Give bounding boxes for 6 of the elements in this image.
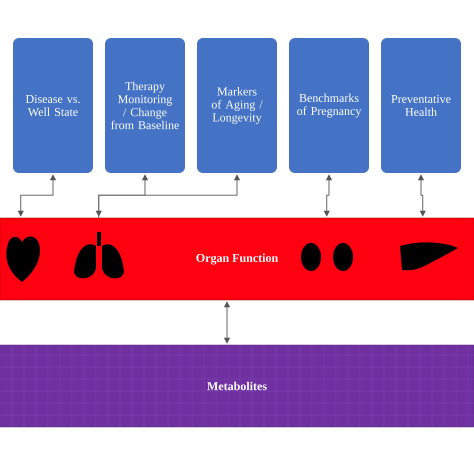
category-box: Markers of Aging / Longevity [197, 38, 277, 173]
category-box: Preventative Health [381, 38, 461, 173]
category-box: Therapy Monitoring / Change from Baseline [105, 38, 185, 173]
category-box: Benchmarks of Pregnancy [289, 38, 369, 173]
metabolites-band: Metabolites [0, 344, 474, 428]
category-box: Disease vs. Well State [13, 38, 93, 173]
